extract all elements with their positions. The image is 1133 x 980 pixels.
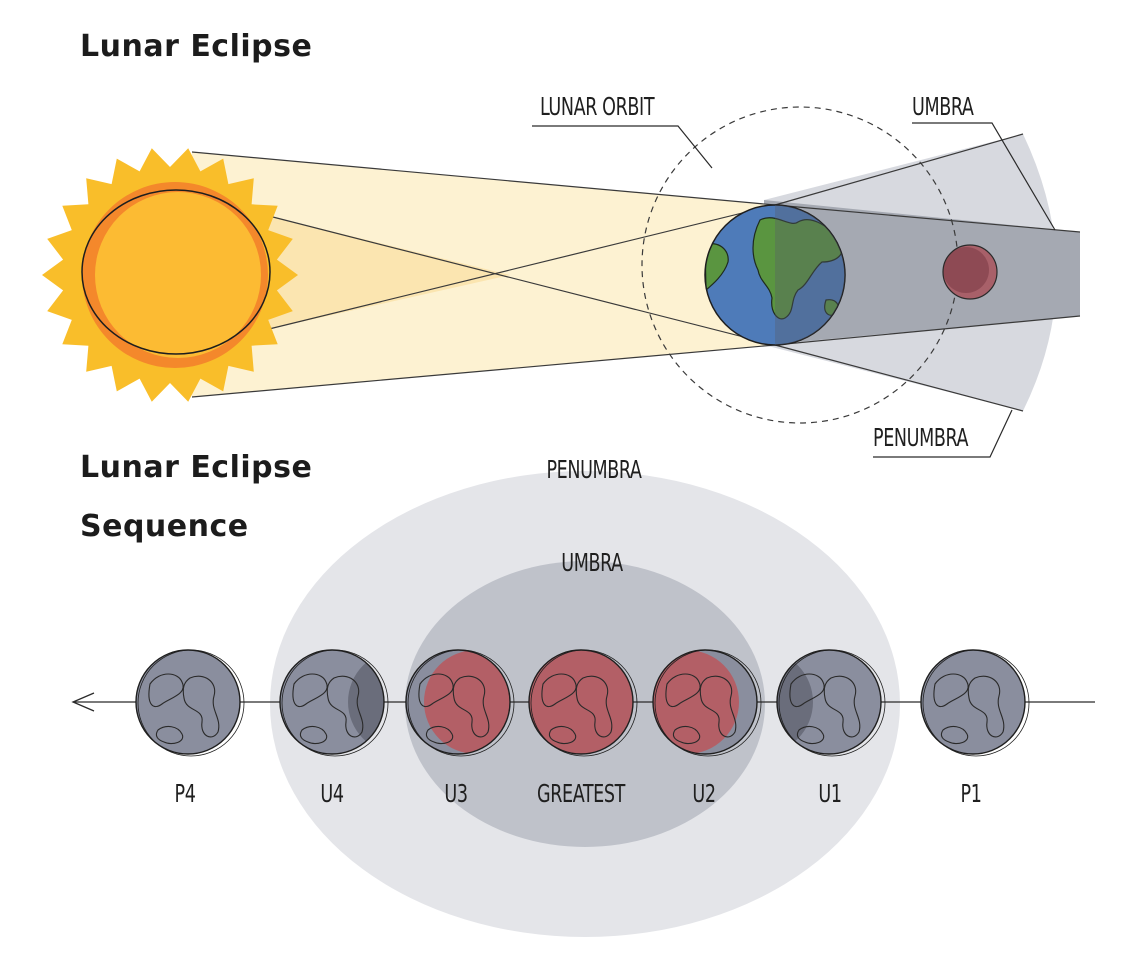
arrow-left-icon xyxy=(71,692,95,712)
umbra-label: UMBRA xyxy=(912,92,974,121)
lunar-orbit-label: LUNAR ORBIT xyxy=(540,92,655,121)
phase-label-u1: U1 xyxy=(818,779,842,808)
moon-icon-u2 xyxy=(652,649,762,757)
phase-label-u4: U4 xyxy=(320,779,344,808)
penumbra-leader xyxy=(873,409,1013,458)
moon-sequence xyxy=(135,649,1030,757)
shadow-cones xyxy=(764,134,1080,411)
moon-icon-u4 xyxy=(279,649,389,757)
sequence-title-line2: Sequence xyxy=(80,509,249,544)
sun-icon xyxy=(42,148,298,402)
moon-icon-u3 xyxy=(405,649,515,757)
inner-light-cone xyxy=(265,215,510,330)
moon-icon-p4 xyxy=(135,649,245,757)
umbra-leader xyxy=(912,122,1056,231)
sequence-title-line1: Lunar Eclipse xyxy=(80,450,313,485)
eclipsed-moon-icon xyxy=(942,244,998,300)
penumbra-zone-label: PENUMBRA xyxy=(546,455,642,484)
moon-icon-u1 xyxy=(776,649,886,757)
label-leaders xyxy=(532,122,1056,458)
phase-label-greatest: GREATEST xyxy=(537,779,625,808)
earth-icon xyxy=(704,204,846,346)
moon-icon-greatest xyxy=(528,649,638,757)
umbra-shadow-band xyxy=(764,200,1080,345)
moon-icon-p1 xyxy=(920,649,1030,757)
umbra-zone-label: UMBRA xyxy=(561,548,623,577)
phase-label-u2: U2 xyxy=(692,779,716,808)
phase-label-p1: P1 xyxy=(960,779,982,808)
light-rays xyxy=(191,133,1081,412)
phase-label-p4: P4 xyxy=(174,779,196,808)
main-title: Lunar Eclipse xyxy=(80,29,313,64)
penumbra-label: PENUMBRA xyxy=(873,423,969,452)
phase-label-u3: U3 xyxy=(444,779,468,808)
lunar-orbit-leader xyxy=(532,125,713,169)
